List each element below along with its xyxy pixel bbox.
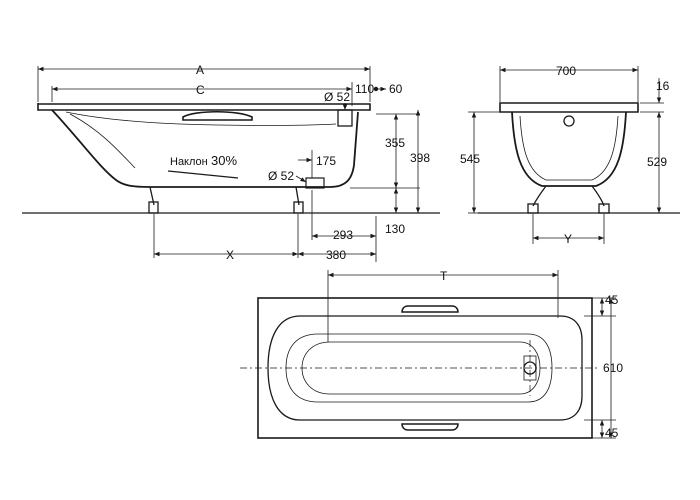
dim-529: 529 bbox=[647, 155, 667, 169]
end-view: 700 16 545 529 Y bbox=[460, 64, 680, 246]
side-leg-left bbox=[148, 186, 159, 214]
dim-diameter-top: Ø 52 bbox=[324, 90, 350, 104]
plan-view: T 45 610 45 bbox=[240, 269, 623, 440]
dim-y: Y bbox=[564, 232, 572, 246]
end-tub-body bbox=[511, 111, 627, 187]
dim-diameter-bottom: Ø 52 bbox=[268, 169, 294, 183]
dim-45-top: 45 bbox=[605, 293, 619, 307]
side-drain bbox=[305, 177, 325, 189]
plan-handle-top bbox=[401, 305, 459, 313]
end-overflow bbox=[563, 115, 575, 127]
dim-a: A bbox=[196, 63, 204, 77]
end-leg-left bbox=[527, 185, 547, 214]
slope-label: Наклон bbox=[170, 156, 208, 168]
dim-545: 545 bbox=[460, 152, 480, 166]
side-leg-right bbox=[293, 186, 304, 214]
plan-basin-floor bbox=[285, 333, 553, 403]
dim-c: C bbox=[196, 83, 205, 97]
end-leg-right bbox=[591, 185, 610, 214]
side-handle bbox=[182, 111, 253, 121]
dim-175: 175 bbox=[316, 154, 336, 168]
dim-60: 60 bbox=[389, 82, 403, 96]
dim-610: 610 bbox=[603, 361, 623, 375]
plan-inner-rim bbox=[267, 315, 583, 421]
side-overflow bbox=[337, 109, 353, 127]
dim-t: T bbox=[440, 269, 448, 283]
dim-110: 110 bbox=[355, 82, 374, 96]
dim-130: 130 bbox=[385, 222, 405, 236]
plan-drain-body bbox=[523, 355, 537, 381]
dim-x: X bbox=[226, 248, 234, 262]
dim-45-bottom: 45 bbox=[605, 426, 619, 440]
side-tub-inner-lower bbox=[69, 113, 136, 169]
side-tub-inner bbox=[65, 111, 337, 126]
dim-398: 398 bbox=[410, 151, 430, 165]
plan-handle-bottom bbox=[401, 423, 459, 431]
end-tub-inner bbox=[519, 115, 619, 181]
slope-value: 30% bbox=[211, 153, 237, 168]
end-rim bbox=[499, 102, 639, 113]
dim-355: 355 bbox=[385, 136, 405, 150]
side-rim bbox=[37, 103, 371, 111]
side-view: Наклон 30% A C 110 60 Ø 52 355 398 130 Ø… bbox=[22, 63, 440, 262]
dim-700: 700 bbox=[556, 64, 576, 78]
slope-underline bbox=[167, 170, 239, 179]
dim-16: 16 bbox=[656, 79, 670, 93]
dim-293: 293 bbox=[333, 228, 353, 242]
dim-380: 380 bbox=[326, 248, 346, 262]
plan-basin-floor-inner bbox=[301, 341, 541, 395]
side-tub-body bbox=[51, 109, 359, 188]
